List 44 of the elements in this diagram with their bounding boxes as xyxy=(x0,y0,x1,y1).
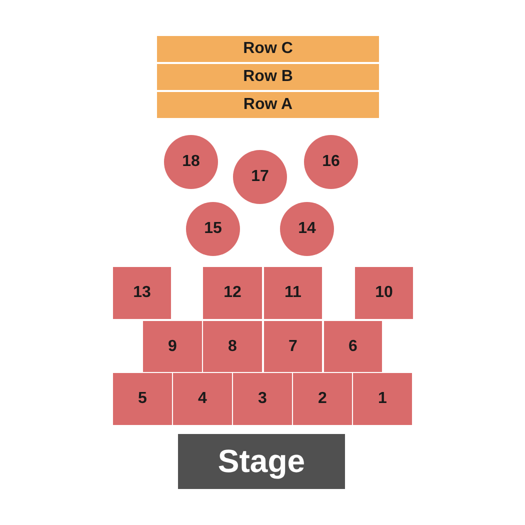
seating-section xyxy=(264,267,322,319)
seating-row-section xyxy=(157,36,379,62)
section-label: Row C xyxy=(243,40,293,58)
seating-section xyxy=(143,321,202,372)
round-table-section xyxy=(186,202,240,256)
section-label: 13 xyxy=(133,284,151,302)
section-label: 3 xyxy=(258,390,267,408)
seating-section xyxy=(113,373,172,425)
seating-section xyxy=(264,321,322,372)
round-table-section xyxy=(280,202,334,256)
section-label: 5 xyxy=(138,390,147,408)
seating-section xyxy=(203,321,262,372)
seating-section xyxy=(293,373,352,425)
round-table-section xyxy=(304,135,358,189)
stage-block xyxy=(178,434,345,489)
section-label: 6 xyxy=(348,338,358,356)
seating-section xyxy=(203,267,262,319)
section-label: 14 xyxy=(298,220,316,238)
section-label: 16 xyxy=(322,153,340,171)
section-label: 15 xyxy=(204,220,222,238)
section-label: 12 xyxy=(224,284,242,302)
section-label: Stage xyxy=(218,443,306,480)
seating-row-section xyxy=(157,64,379,90)
section-label: 9 xyxy=(168,338,177,356)
section-label: Row A xyxy=(243,96,293,114)
section-label: 2 xyxy=(318,390,327,408)
seating-section xyxy=(353,373,412,425)
seating-section xyxy=(173,373,232,425)
section-label: 1 xyxy=(378,390,387,408)
section-label: Row B xyxy=(243,68,293,86)
section-label: 18 xyxy=(182,153,200,171)
seating-section xyxy=(113,267,171,319)
section-label: 17 xyxy=(251,168,269,186)
round-table-section xyxy=(164,135,218,189)
seating-section xyxy=(233,373,292,425)
section-label: 4 xyxy=(198,390,207,408)
section-label: 8 xyxy=(228,338,237,356)
section-label: 10 xyxy=(375,284,393,302)
seating-section xyxy=(355,267,413,319)
round-table-section xyxy=(233,150,287,204)
seating-row-section xyxy=(157,92,379,118)
section-label: 11 xyxy=(284,284,302,302)
section-label: 7 xyxy=(288,338,298,356)
seating-section xyxy=(324,321,382,372)
